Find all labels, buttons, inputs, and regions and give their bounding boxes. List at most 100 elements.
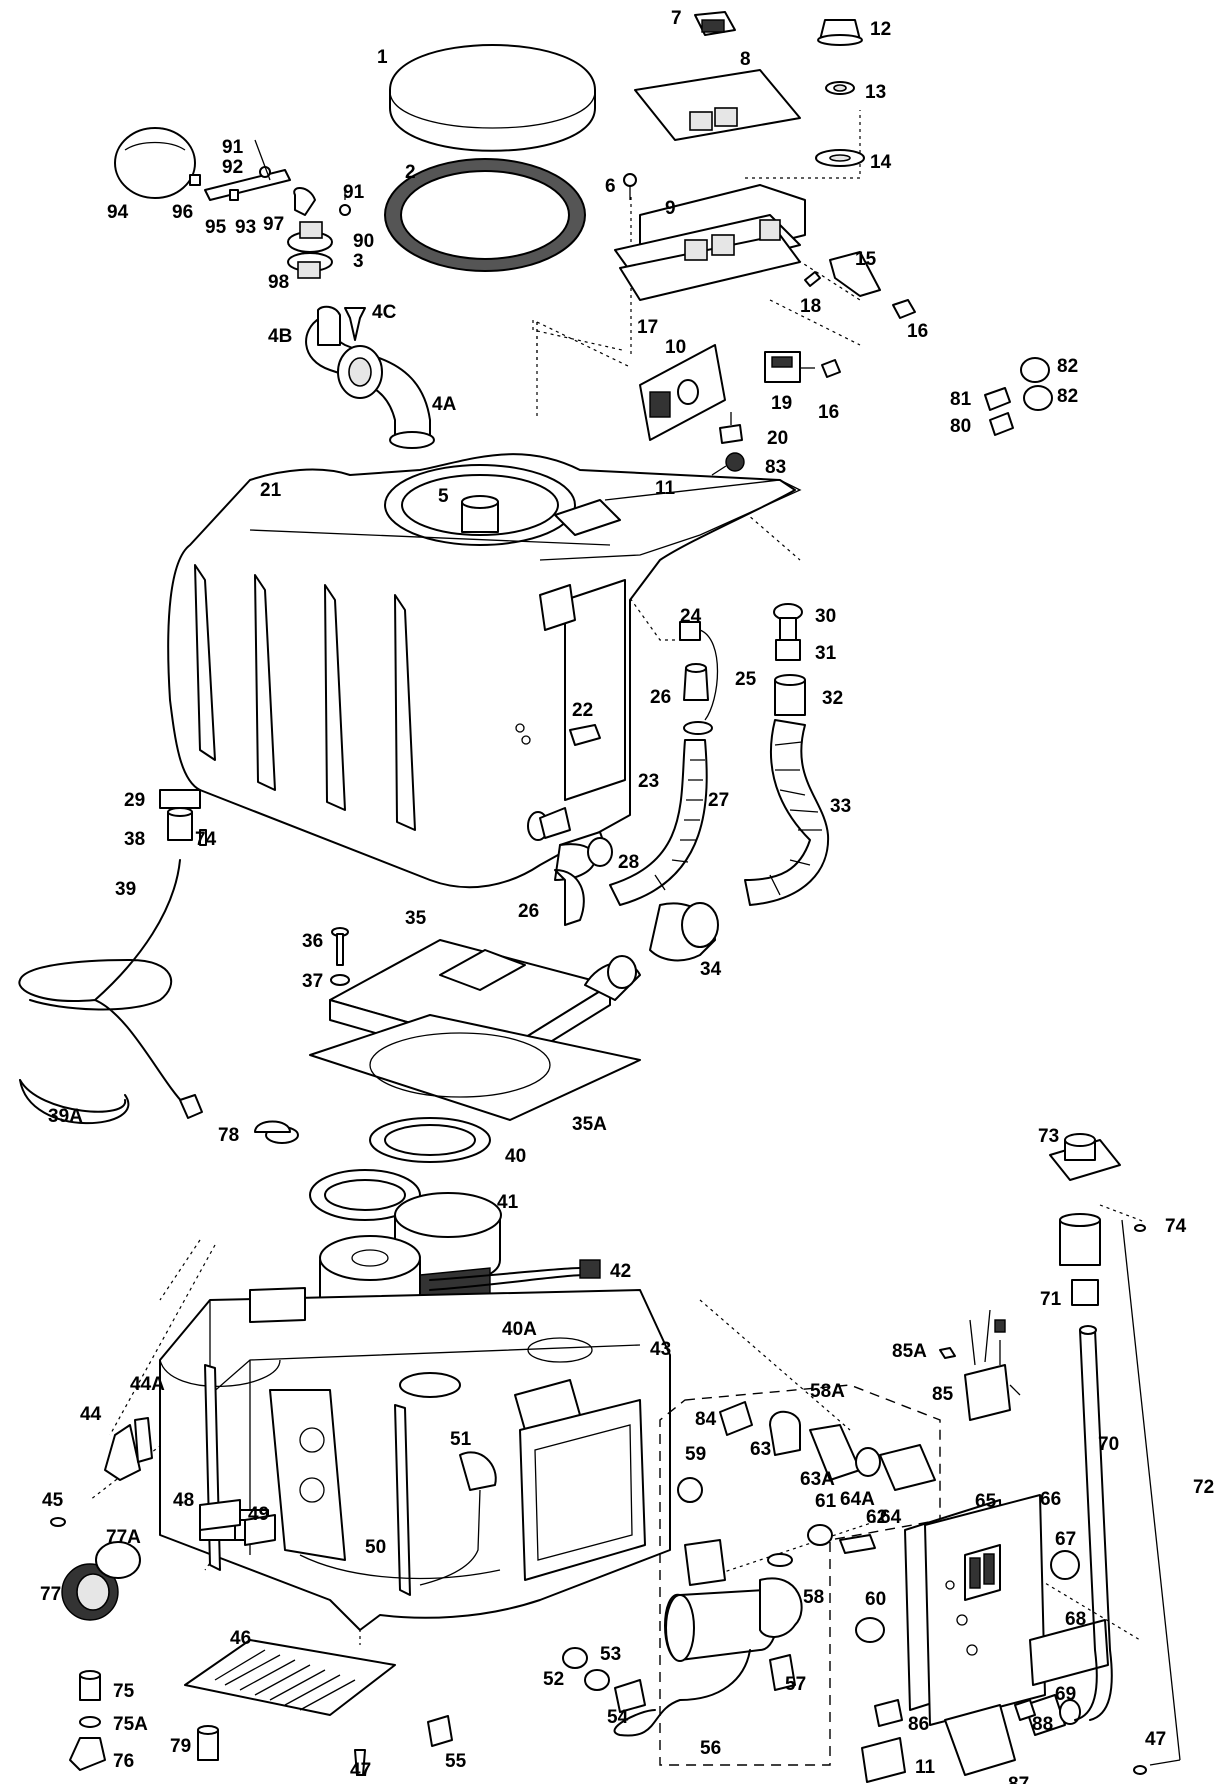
label-7: 7 bbox=[671, 8, 682, 29]
label-72: 72 bbox=[1193, 1477, 1214, 1498]
label-9: 9 bbox=[665, 198, 676, 219]
label-85: 85 bbox=[932, 1384, 954, 1405]
relay-module bbox=[939, 1309, 1021, 1421]
bottom-right-parts bbox=[861, 1699, 1147, 1783]
label-19: 19 bbox=[771, 393, 792, 414]
label-14: 14 bbox=[870, 152, 892, 173]
label-47-bottom-right: 47 bbox=[1145, 1729, 1166, 1750]
lid bbox=[389, 44, 596, 152]
label-11-top: 11 bbox=[655, 478, 676, 499]
label-78: 78 bbox=[218, 1125, 239, 1146]
label-73: 73 bbox=[1038, 1126, 1059, 1147]
label-26-lower: 26 bbox=[518, 901, 539, 922]
small-cap bbox=[254, 1120, 291, 1133]
label-29: 29 bbox=[124, 790, 145, 811]
control-panel bbox=[855, 1494, 1109, 1726]
label-60: 60 bbox=[865, 1589, 886, 1610]
control-housing bbox=[614, 11, 806, 301]
label-58A: 58A bbox=[810, 1381, 845, 1402]
filter-and-caster bbox=[61, 1541, 141, 1771]
label-93: 93 bbox=[235, 217, 256, 238]
label-97: 97 bbox=[263, 214, 284, 235]
label-95: 95 bbox=[205, 217, 227, 238]
motor-cover bbox=[309, 939, 641, 1121]
label-63A: 63A bbox=[800, 1469, 835, 1490]
label-56: 56 bbox=[700, 1738, 721, 1759]
label-45: 45 bbox=[42, 1490, 64, 1511]
label-98: 98 bbox=[268, 272, 289, 293]
label-46: 46 bbox=[230, 1628, 251, 1649]
label-67: 67 bbox=[1055, 1529, 1076, 1550]
label-91-right: 91 bbox=[343, 182, 365, 203]
quick-disconnect bbox=[719, 1401, 936, 1554]
base-housing bbox=[159, 1287, 671, 1631]
callout-labels: 1 2 3 4A 4B 4C 5 6 7 8 9 10 11 12 13 14 … bbox=[40, 8, 1214, 1784]
label-3: 3 bbox=[353, 251, 364, 272]
label-44: 44 bbox=[80, 1404, 102, 1425]
label-43: 43 bbox=[650, 1339, 671, 1360]
base-fittings bbox=[199, 1499, 276, 1546]
gasket-ring bbox=[384, 158, 586, 272]
label-4C: 4C bbox=[372, 302, 397, 323]
label-64: 64 bbox=[880, 1507, 902, 1528]
label-62: 62 bbox=[866, 1507, 887, 1528]
label-79: 79 bbox=[170, 1736, 191, 1757]
label-74-upper: 74 bbox=[195, 829, 217, 850]
label-42: 42 bbox=[610, 1261, 631, 1282]
label-48: 48 bbox=[173, 1490, 194, 1511]
label-16-top: 16 bbox=[907, 321, 928, 342]
label-50: 50 bbox=[365, 1537, 386, 1558]
label-32: 32 bbox=[822, 688, 843, 709]
label-81: 81 bbox=[950, 389, 972, 410]
label-6: 6 bbox=[605, 176, 616, 197]
label-75: 75 bbox=[113, 1681, 135, 1702]
label-70: 70 bbox=[1098, 1434, 1119, 1455]
label-33: 33 bbox=[830, 796, 851, 817]
label-36: 36 bbox=[302, 931, 323, 952]
label-58: 58 bbox=[803, 1587, 824, 1608]
label-39A: 39A bbox=[48, 1106, 83, 1127]
label-52: 52 bbox=[543, 1669, 564, 1690]
label-92: 92 bbox=[222, 157, 243, 178]
small-fittings bbox=[562, 1477, 703, 1713]
latch bbox=[50, 1417, 153, 1527]
label-26-upper: 26 bbox=[650, 687, 671, 708]
label-13: 13 bbox=[865, 82, 886, 103]
switch-parts bbox=[711, 251, 916, 476]
label-18: 18 bbox=[800, 296, 821, 317]
label-27: 27 bbox=[708, 790, 729, 811]
label-66: 66 bbox=[1040, 1489, 1061, 1510]
float-assembly bbox=[114, 127, 351, 279]
label-86: 86 bbox=[908, 1714, 929, 1735]
label-96: 96 bbox=[172, 202, 193, 223]
label-54: 54 bbox=[607, 1707, 629, 1728]
label-77: 77 bbox=[40, 1584, 61, 1605]
label-34: 34 bbox=[700, 959, 722, 980]
label-77A: 77A bbox=[106, 1527, 141, 1548]
terminal-plugs bbox=[984, 357, 1053, 436]
label-75A: 75A bbox=[113, 1714, 148, 1735]
label-49: 49 bbox=[248, 1504, 269, 1525]
label-21: 21 bbox=[260, 480, 282, 501]
label-37: 37 bbox=[302, 971, 323, 992]
label-90: 90 bbox=[353, 231, 374, 252]
label-38: 38 bbox=[124, 829, 145, 850]
label-11-bottom: 11 bbox=[915, 1757, 936, 1778]
label-82-upper: 82 bbox=[1057, 356, 1078, 377]
knob-stack bbox=[815, 19, 865, 167]
label-25: 25 bbox=[735, 669, 757, 690]
label-5: 5 bbox=[438, 486, 449, 507]
label-83: 83 bbox=[765, 457, 786, 478]
label-44A: 44A bbox=[130, 1374, 165, 1395]
label-40A: 40A bbox=[502, 1319, 537, 1340]
label-87: 87 bbox=[1008, 1774, 1029, 1784]
label-82-lower: 82 bbox=[1057, 386, 1078, 407]
label-23: 23 bbox=[638, 771, 659, 792]
label-4B: 4B bbox=[268, 326, 292, 347]
label-4A: 4A bbox=[432, 394, 457, 415]
label-85A: 85A bbox=[892, 1341, 927, 1362]
pump-assembly bbox=[613, 1539, 803, 1737]
label-35A: 35A bbox=[572, 1114, 607, 1135]
label-35: 35 bbox=[405, 908, 427, 929]
